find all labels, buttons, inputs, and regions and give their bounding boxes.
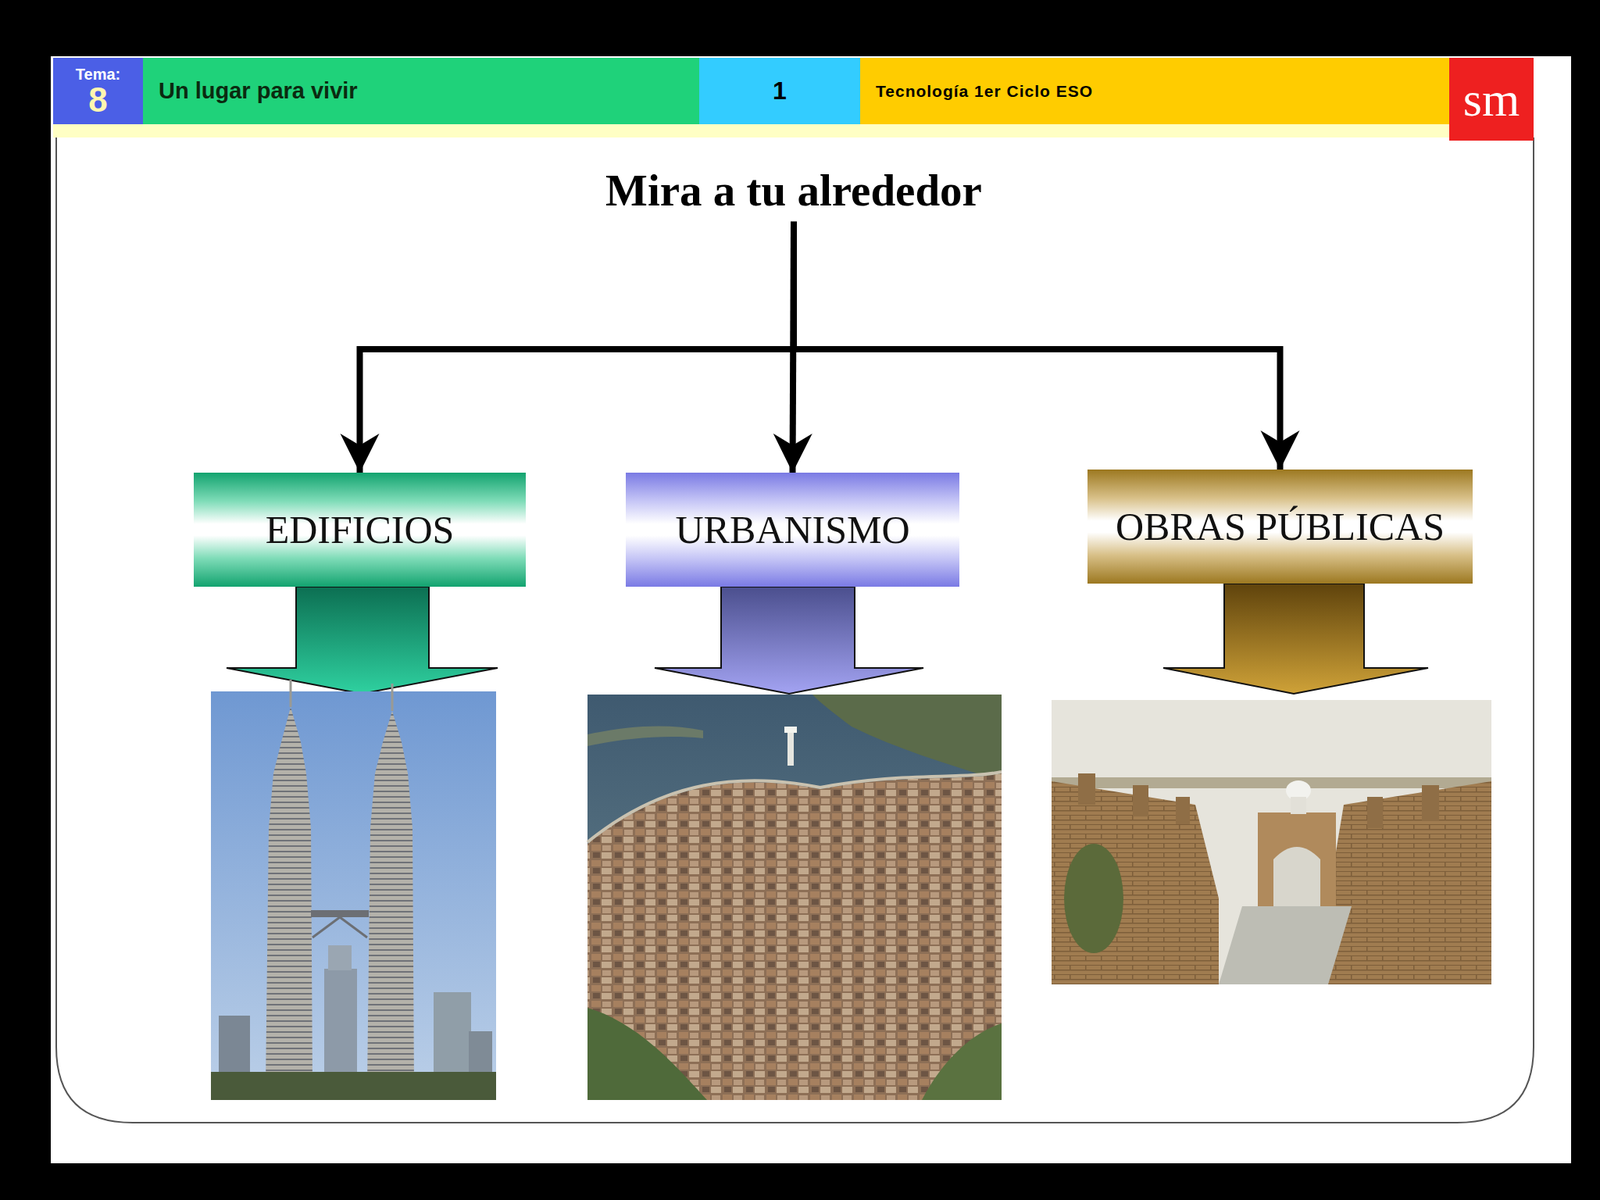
illustration-part (812, 694, 1002, 782)
header-strip (53, 124, 1450, 138)
node-label: EDIFICIOS (265, 508, 455, 552)
node-number: 8 (88, 82, 108, 118)
page-number-band: 1 (699, 57, 861, 125)
illustration-part (1175, 796, 1190, 825)
illustration-part (391, 683, 394, 711)
illustration-part (1064, 843, 1124, 954)
illustration-part (1078, 773, 1096, 805)
illustration-part (367, 710, 415, 1086)
node-label: Tecnología 1er Ciclo ESO (875, 81, 1093, 101)
category-box: OBRAS PÚBLICAS (1087, 469, 1473, 584)
node-label: 1 (772, 75, 787, 106)
category-box: URBANISMO (625, 472, 960, 587)
illustration-part (339, 917, 368, 938)
illustration-part (1328, 781, 1492, 985)
illustration-part (1051, 781, 1219, 985)
illustration-part (289, 679, 293, 708)
slide-frame (56, 137, 1534, 1123)
illustration-part (312, 917, 340, 938)
illustration-part (1218, 906, 1352, 985)
category-box: EDIFICIOS (193, 472, 526, 587)
node-label: OBRAS PÚBLICAS (1115, 505, 1445, 549)
illustration-part (587, 694, 1002, 1100)
node-label: sm (1463, 75, 1520, 124)
block-arrow (1163, 583, 1429, 694)
illustration-part (1273, 846, 1321, 907)
illustration-part (784, 726, 797, 733)
illustration-part (587, 726, 704, 747)
node-label: Mira a tu alrededor (605, 166, 983, 216)
node-label: Tema: (75, 65, 121, 83)
illustration-part (587, 773, 1002, 1100)
illustration-part (1290, 796, 1307, 815)
block-arrow (226, 586, 498, 694)
node-label: Un lugar para vivir (158, 77, 358, 105)
illustration-part (310, 910, 369, 918)
slide-ground (50, 56, 1572, 1164)
town-photo (587, 694, 1002, 1100)
branch-connector (360, 221, 795, 473)
header-band: Un lugar para vivir (142, 57, 700, 125)
node-label: URBANISMO (675, 508, 910, 552)
illustration-part (328, 945, 352, 971)
illustration-part (1421, 785, 1440, 821)
illustration-part (1051, 700, 1492, 985)
illustration-part (587, 1007, 708, 1100)
walls-photo (1051, 700, 1492, 985)
illustration-part (587, 771, 1002, 843)
block-arrow (654, 586, 924, 694)
illustration-part (210, 1071, 497, 1100)
illustration-part (1367, 796, 1383, 829)
illustration-part (1132, 785, 1149, 817)
topic-badge: Tema:8 (53, 57, 143, 125)
branch-connector (793, 221, 1281, 470)
towers-photo (210, 679, 497, 1100)
illustration-part (787, 730, 794, 766)
illustration-part (921, 1023, 1002, 1100)
heading-node: Mira a tu alrededor (520, 163, 1068, 219)
course-band: Tecnología 1er Ciclo ESO (860, 57, 1450, 125)
illustration-part (210, 691, 497, 1100)
illustration-part (324, 968, 358, 1086)
publisher-logo: sm (1449, 57, 1534, 141)
illustration-part (1257, 812, 1336, 907)
illustration-part (265, 707, 313, 1086)
